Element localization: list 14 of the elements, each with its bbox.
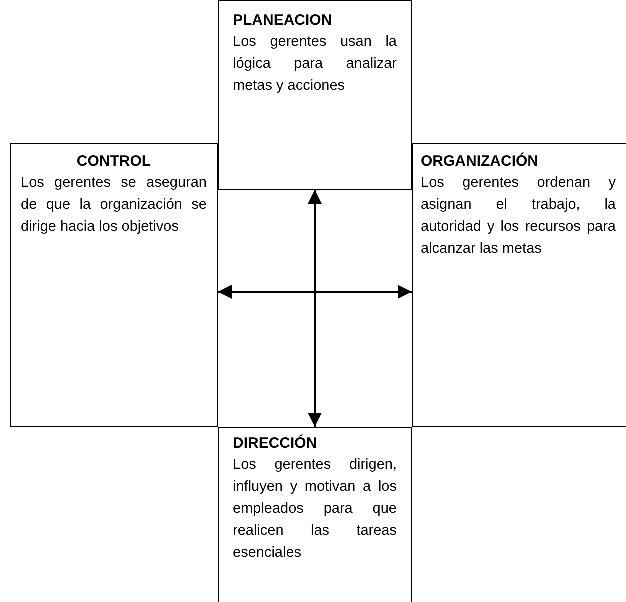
text-box xyxy=(218,427,412,602)
description: Los gerentes ordenan y asignan el trabajo, la autoridad y los recursos para alcanzar las metas xyxy=(421,174,616,259)
text-box xyxy=(10,143,218,427)
heading: CONTROL xyxy=(76,152,152,172)
heading: PLANEACION xyxy=(233,11,334,31)
text-box xyxy=(412,143,626,427)
heading: DIRECCIÓN xyxy=(233,434,318,454)
description: Los gerentes dirigen, influyen y motivan a los empleados para que realicen las tareas esenciales xyxy=(233,456,397,563)
heading: ORGANIZACIÓN xyxy=(421,152,540,172)
double-arrow xyxy=(308,190,322,427)
text-box xyxy=(218,0,412,190)
description: Los gerentes se aseguran de que la organización se dirige hacia los objetivos xyxy=(21,174,207,237)
description: Los gerentes usan la lógica para analizar metas y acciones xyxy=(233,33,397,96)
double-arrow xyxy=(218,285,412,299)
